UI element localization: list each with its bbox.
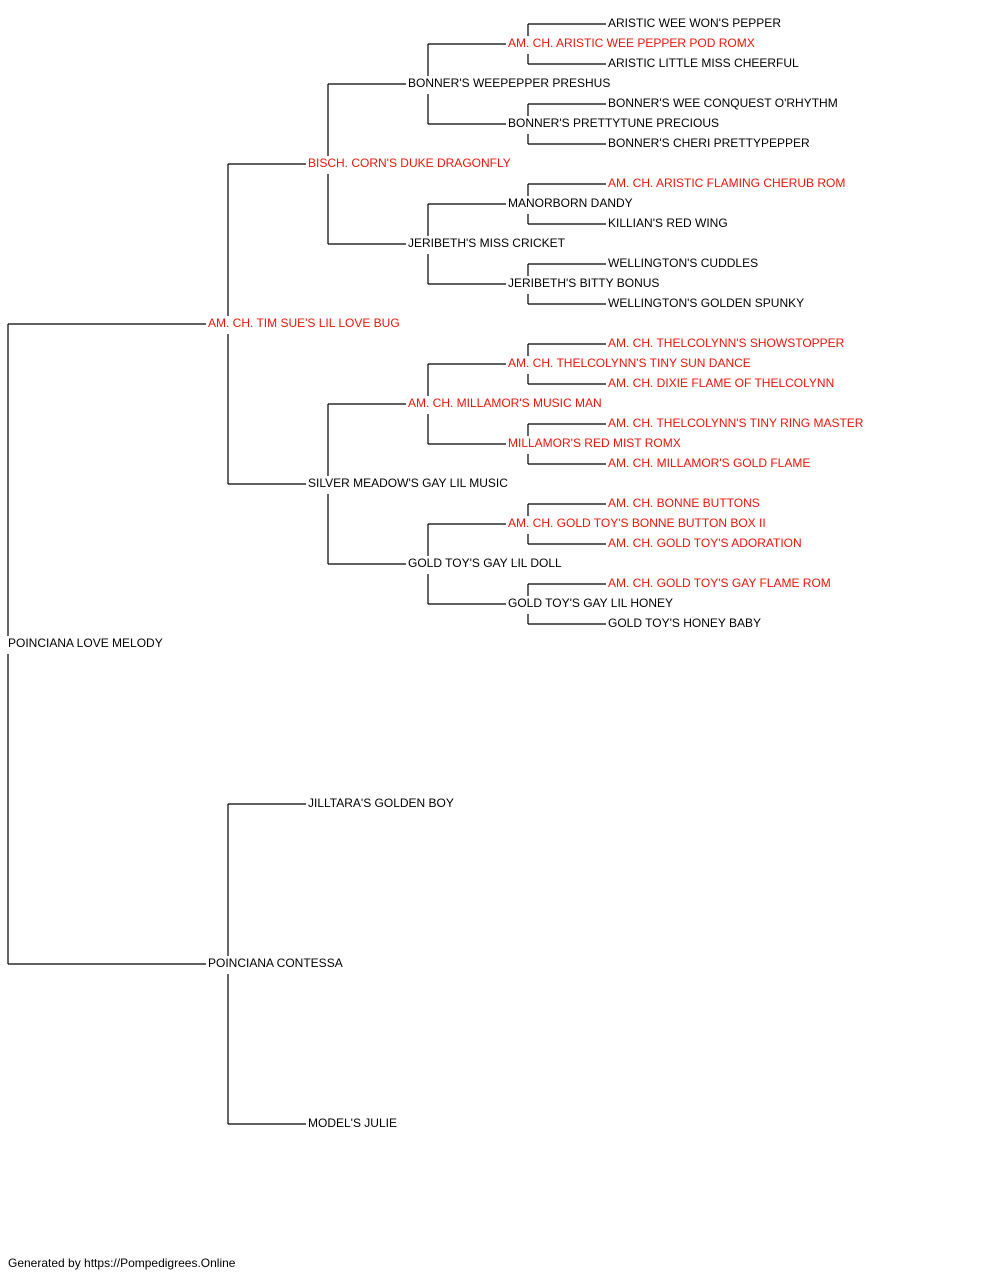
ancestor-name-sdsds: AM. CH. THELCOLYNN'S TINY RING MASTER	[608, 416, 864, 430]
ancestor-name-sdsd: MILLAMOR'S RED MIST ROMX	[508, 436, 681, 450]
ancestor-name-sdsdd: AM. CH. MILLAMOR'S GOLD FLAME	[608, 456, 810, 470]
ancestor-name-sdss: AM. CH. THELCOLYNN'S TINY SUN DANCE	[508, 356, 751, 370]
ancestor-name-sdd: GOLD TOY'S GAY LIL DOLL	[408, 556, 562, 570]
ancestor-name-dd: MODEL'S JULIE	[308, 1116, 397, 1130]
subject-name: POINCIANA LOVE MELODY	[8, 636, 163, 650]
dog-names: POINCIANA LOVE MELODY AM. CH. TIM SUE'S L…	[8, 16, 864, 1130]
ancestor-name-sss: BONNER'S WEEPEPPER PRESHUS	[408, 76, 610, 90]
ancestor-name-sssds: BONNER'S WEE CONQUEST O'RHYTHM	[608, 96, 838, 110]
ancestor-name-sddss: AM. CH. BONNE BUTTONS	[608, 496, 760, 510]
ancestor-name-ssdd: JERIBETH'S BITTY BONUS	[508, 276, 659, 290]
connector-lines	[7, 23, 606, 1125]
ancestor-name-sddd: GOLD TOY'S GAY LIL HONEY	[508, 596, 673, 610]
ancestor-name-ssds: MANORBORN DANDY	[508, 196, 633, 210]
ancestor-name-ssd: JERIBETH'S MISS CRICKET	[408, 236, 566, 250]
ancestor-name-sdds: AM. CH. GOLD TOY'S BONNE BUTTON BOX II	[508, 516, 766, 530]
ancestor-name-sssd: BONNER'S PRETTYTUNE PRECIOUS	[508, 116, 719, 130]
ancestor-name-d: POINCIANA CONTESSA	[208, 956, 343, 970]
ancestor-name-ds: JILLTARA'S GOLDEN BOY	[308, 796, 454, 810]
ancestor-name-sdssd: AM. CH. DIXIE FLAME OF THELCOLYNN	[608, 376, 834, 390]
ancestor-name-ssddd: WELLINGTON'S GOLDEN SPUNKY	[608, 296, 804, 310]
ancestor-name-ssssd: ARISTIC LITTLE MISS CHEERFUL	[608, 56, 799, 70]
ancestor-name-sddds: AM. CH. GOLD TOY'S GAY FLAME ROM	[608, 576, 831, 590]
ancestor-name-ssdds: WELLINGTON'S CUDDLES	[608, 256, 758, 270]
ancestor-name-sdddd: GOLD TOY'S HONEY BABY	[608, 616, 761, 630]
ancestor-name-sds: AM. CH. MILLAMOR'S MUSIC MAN	[408, 396, 602, 410]
ancestor-name-ssdss: AM. CH. ARISTIC FLAMING CHERUB ROM	[608, 176, 845, 190]
ancestor-name-s: AM. CH. TIM SUE'S LIL LOVE BUG	[208, 316, 400, 330]
ancestor-name-sd: SILVER MEADOW'S GAY LIL MUSIC	[308, 476, 508, 490]
ancestor-name-sssdd: BONNER'S CHERI PRETTYPEPPER	[608, 136, 810, 150]
ancestor-name-sssss: ARISTIC WEE WON'S PEPPER	[608, 16, 781, 30]
generated-by-footer: Generated by https://Pompedigrees.Online	[8, 1256, 236, 1270]
ancestor-name-ssdsd: KILLIAN'S RED WING	[608, 216, 728, 230]
ancestor-name-sddsd: AM. CH. GOLD TOY'S ADORATION	[608, 536, 802, 550]
ancestor-name-ss: BISCH. CORN'S DUKE DRAGONFLY	[308, 156, 511, 170]
ancestor-name-ssss: AM. CH. ARISTIC WEE PEPPER POD ROMX	[508, 36, 755, 50]
ancestor-name-sdsss: AM. CH. THELCOLYNN'S SHOWSTOPPER	[608, 336, 845, 350]
